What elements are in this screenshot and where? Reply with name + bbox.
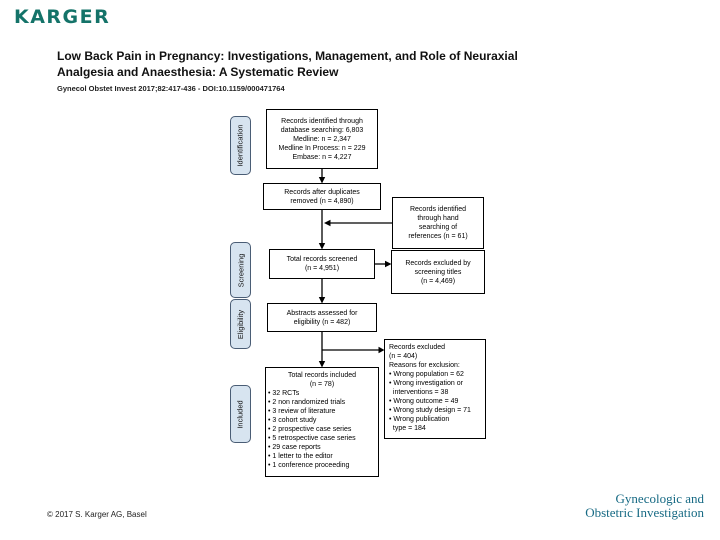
journal-logo-line-2: Obstetric Investigation — [585, 505, 704, 520]
stage-label-identification: Identification — [230, 116, 251, 175]
stage-label-identification-text: Identification — [236, 124, 245, 167]
copyright: © 2017 S. Karger AG, Basel — [47, 510, 147, 519]
title-line-1: Low Back Pain in Pregnancy: Investigatio… — [57, 49, 518, 63]
stage-label-eligibility-text: Eligibility — [236, 309, 245, 339]
stage-label-included: Included — [230, 385, 251, 443]
citation: Gynecol Obstet Invest 2017;82:417-436 - … — [57, 84, 285, 93]
journal-logo: Gynecologic and Obstetric Investigation — [585, 492, 704, 520]
box-total-included-title: Total records included(n = 78) — [287, 372, 357, 388]
stage-label-eligibility: Eligibility — [230, 299, 251, 349]
stage-label-screening: Screening — [230, 242, 251, 298]
journal-logo-line-1: Gynecologic and — [615, 491, 704, 506]
title-line-2: Analgesia and Anaesthesia: A Systematic … — [57, 65, 339, 79]
box-total-included-bullets: • 32 RCTs• 2 non randomized trials• 3 re… — [268, 390, 356, 469]
karger-logo: KARGER — [14, 6, 111, 28]
box-excluded-reasons: Records excluded(n = 404)Reasons for exc… — [384, 339, 486, 439]
stage-label-screening-text: Screening — [236, 253, 245, 287]
article-title: Low Back Pain in Pregnancy: Investigatio… — [57, 48, 518, 80]
box-records-screened: Total records screened(n = 4,951) — [269, 249, 375, 279]
box-total-included: Total records included(n = 78) • 32 RCTs… — [265, 367, 379, 477]
stage-label-included-text: Included — [236, 399, 246, 429]
